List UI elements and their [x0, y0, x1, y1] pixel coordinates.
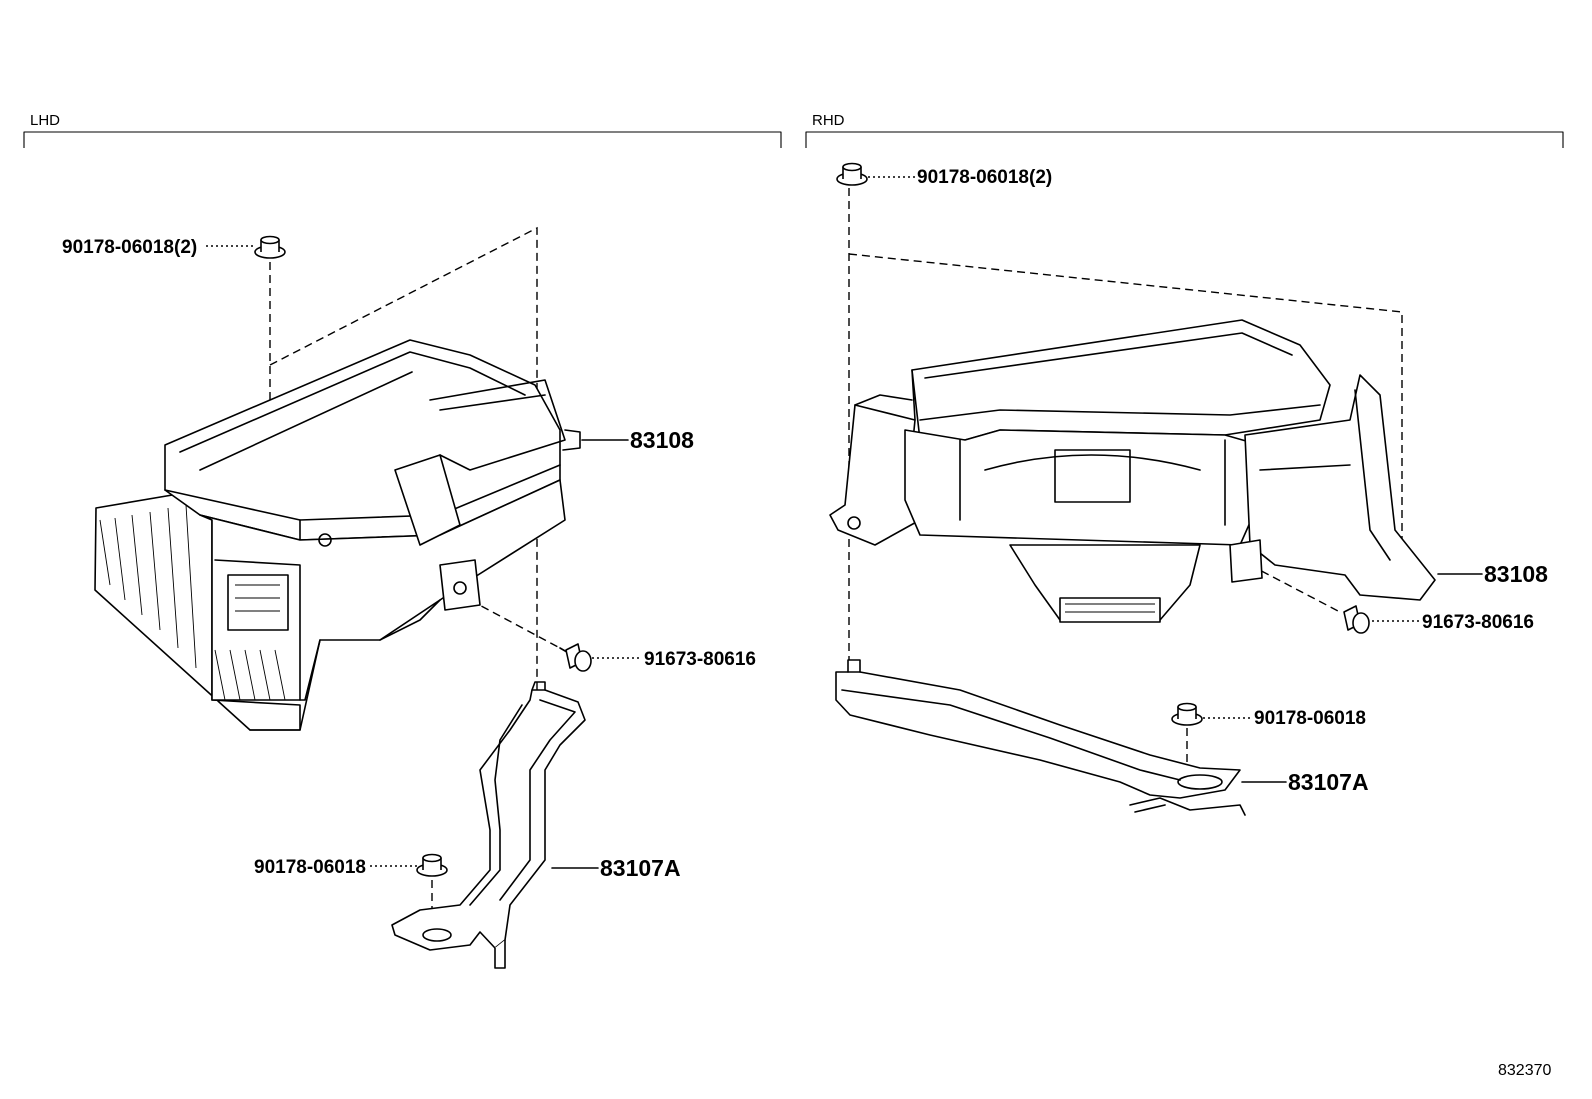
lhd-box-label: 83108: [630, 427, 694, 453]
rhd-clip-top-label: 90178-06018(2): [917, 167, 1052, 188]
rhd-box-label: 83108: [1484, 561, 1548, 587]
lhd-bottom-clip-icon: [416, 853, 448, 877]
rhd-bracket-label: 83107A: [1288, 769, 1369, 795]
lhd-top-clip-icon: [254, 235, 286, 259]
lhd-box-83108: [94, 339, 581, 731]
rhd-screw-label: 91673-80616: [1422, 612, 1534, 633]
rhd-top-clip-icon: [836, 162, 868, 186]
lhd-section-label: LHD: [30, 112, 60, 129]
rhd-clip-bottom-label: 90178-06018: [1254, 708, 1366, 729]
rhd-screw-icon: [1343, 605, 1370, 634]
rhd-bottom-clip-icon: [1171, 702, 1203, 726]
lhd-assembly: 90178-06018(2) 83108 91673-80616 90178-0…: [62, 226, 756, 969]
lhd-screw-icon: [559, 643, 592, 672]
lhd-screw-label: 91673-80616: [644, 649, 756, 670]
lhd-section-header: LHD: [23, 112, 782, 148]
lhd-section-bracket: [23, 131, 782, 148]
rhd-screw-axis-line: [1249, 564, 1341, 613]
rhd-assembly: 90178-06018(2) 83108 91673-80616 90178-0…: [829, 162, 1548, 816]
rhd-section-label: RHD: [812, 112, 845, 129]
lhd-alignment-line: [269, 226, 538, 690]
rhd-section-header: RHD: [805, 112, 1564, 148]
lhd-screw-axis-line: [469, 599, 561, 649]
lhd-clip-top-label: 90178-06018(2): [62, 237, 197, 258]
lhd-clip-bottom-label: 90178-06018: [254, 857, 366, 878]
rhd-section-bracket: [805, 131, 1564, 148]
lhd-bracket-label: 83107A: [600, 855, 681, 881]
lhd-bracket-83107a: [391, 681, 586, 969]
rhd-bracket-83107a: [835, 659, 1246, 816]
rhd-alignment-line: [848, 253, 1403, 560]
diagram-id: 832370: [1498, 1062, 1551, 1079]
rhd-box-83108: [829, 319, 1436, 623]
